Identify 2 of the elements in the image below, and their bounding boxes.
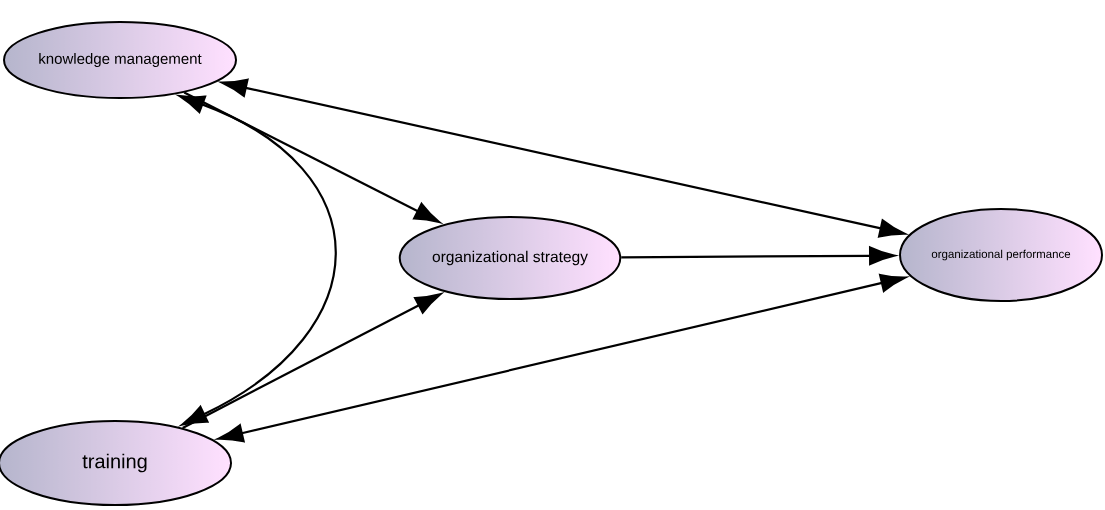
ellipse-node: knowledge management — [3, 21, 237, 99]
ellipse-node: organizational performance — [899, 208, 1103, 302]
